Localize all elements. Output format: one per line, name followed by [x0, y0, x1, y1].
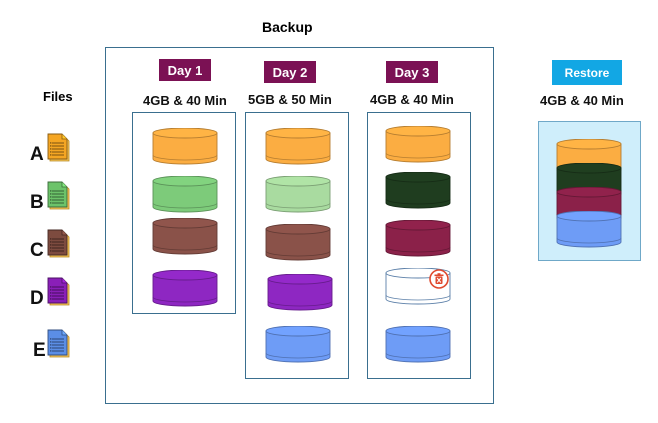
- day1-file-a-cylinder: [152, 128, 218, 165]
- restore-file-e-cylinder: [556, 211, 622, 248]
- file-b-document-icon: [47, 181, 70, 210]
- day1-size: 4GB & 40 Min: [143, 93, 227, 108]
- day2-file-a-cylinder: [265, 128, 331, 165]
- file-d-document-icon: [47, 277, 70, 306]
- day3-file-c-cylinder: [385, 220, 451, 257]
- day3-file-e-cylinder: [385, 326, 451, 363]
- file-e-document-icon: [47, 329, 70, 358]
- file-b-letter: B: [30, 192, 44, 213]
- day1-column: [132, 112, 236, 314]
- file-a-letter: A: [30, 144, 44, 165]
- day2-size: 5GB & 50 Min: [248, 92, 332, 107]
- day3-file-b-cylinder: [385, 172, 451, 209]
- file-e-letter: E: [33, 340, 46, 361]
- file-d-letter: D: [30, 288, 44, 309]
- restore-badge: Restore: [552, 60, 622, 85]
- day2-file-e-cylinder: [265, 326, 331, 363]
- day1-file-c-cylinder: [152, 218, 218, 255]
- backup-container: [105, 47, 494, 404]
- day2-file-b-cylinder: [265, 176, 331, 213]
- day3-column: [367, 112, 471, 379]
- backup-title: Backup: [262, 19, 313, 35]
- day3-badge: Day 3: [386, 61, 438, 83]
- day2-badge: Day 2: [264, 61, 316, 83]
- day2-column: [245, 112, 349, 379]
- day3-file-a-cylinder: [385, 126, 451, 163]
- day2-file-d-cylinder: [267, 274, 333, 311]
- file-c-document-icon: [47, 229, 70, 258]
- delete-trash-icon: [429, 269, 449, 289]
- day1-file-b-cylinder: [152, 176, 218, 213]
- day1-badge: Day 1: [159, 59, 211, 81]
- day2-file-c-cylinder: [265, 224, 331, 261]
- files-title: Files: [43, 89, 73, 104]
- day3-size: 4GB & 40 Min: [370, 92, 454, 107]
- day1-file-d-cylinder: [152, 270, 218, 307]
- file-c-letter: C: [30, 240, 44, 261]
- file-a-document-icon: [47, 133, 70, 162]
- restore-size: 4GB & 40 Min: [540, 93, 624, 108]
